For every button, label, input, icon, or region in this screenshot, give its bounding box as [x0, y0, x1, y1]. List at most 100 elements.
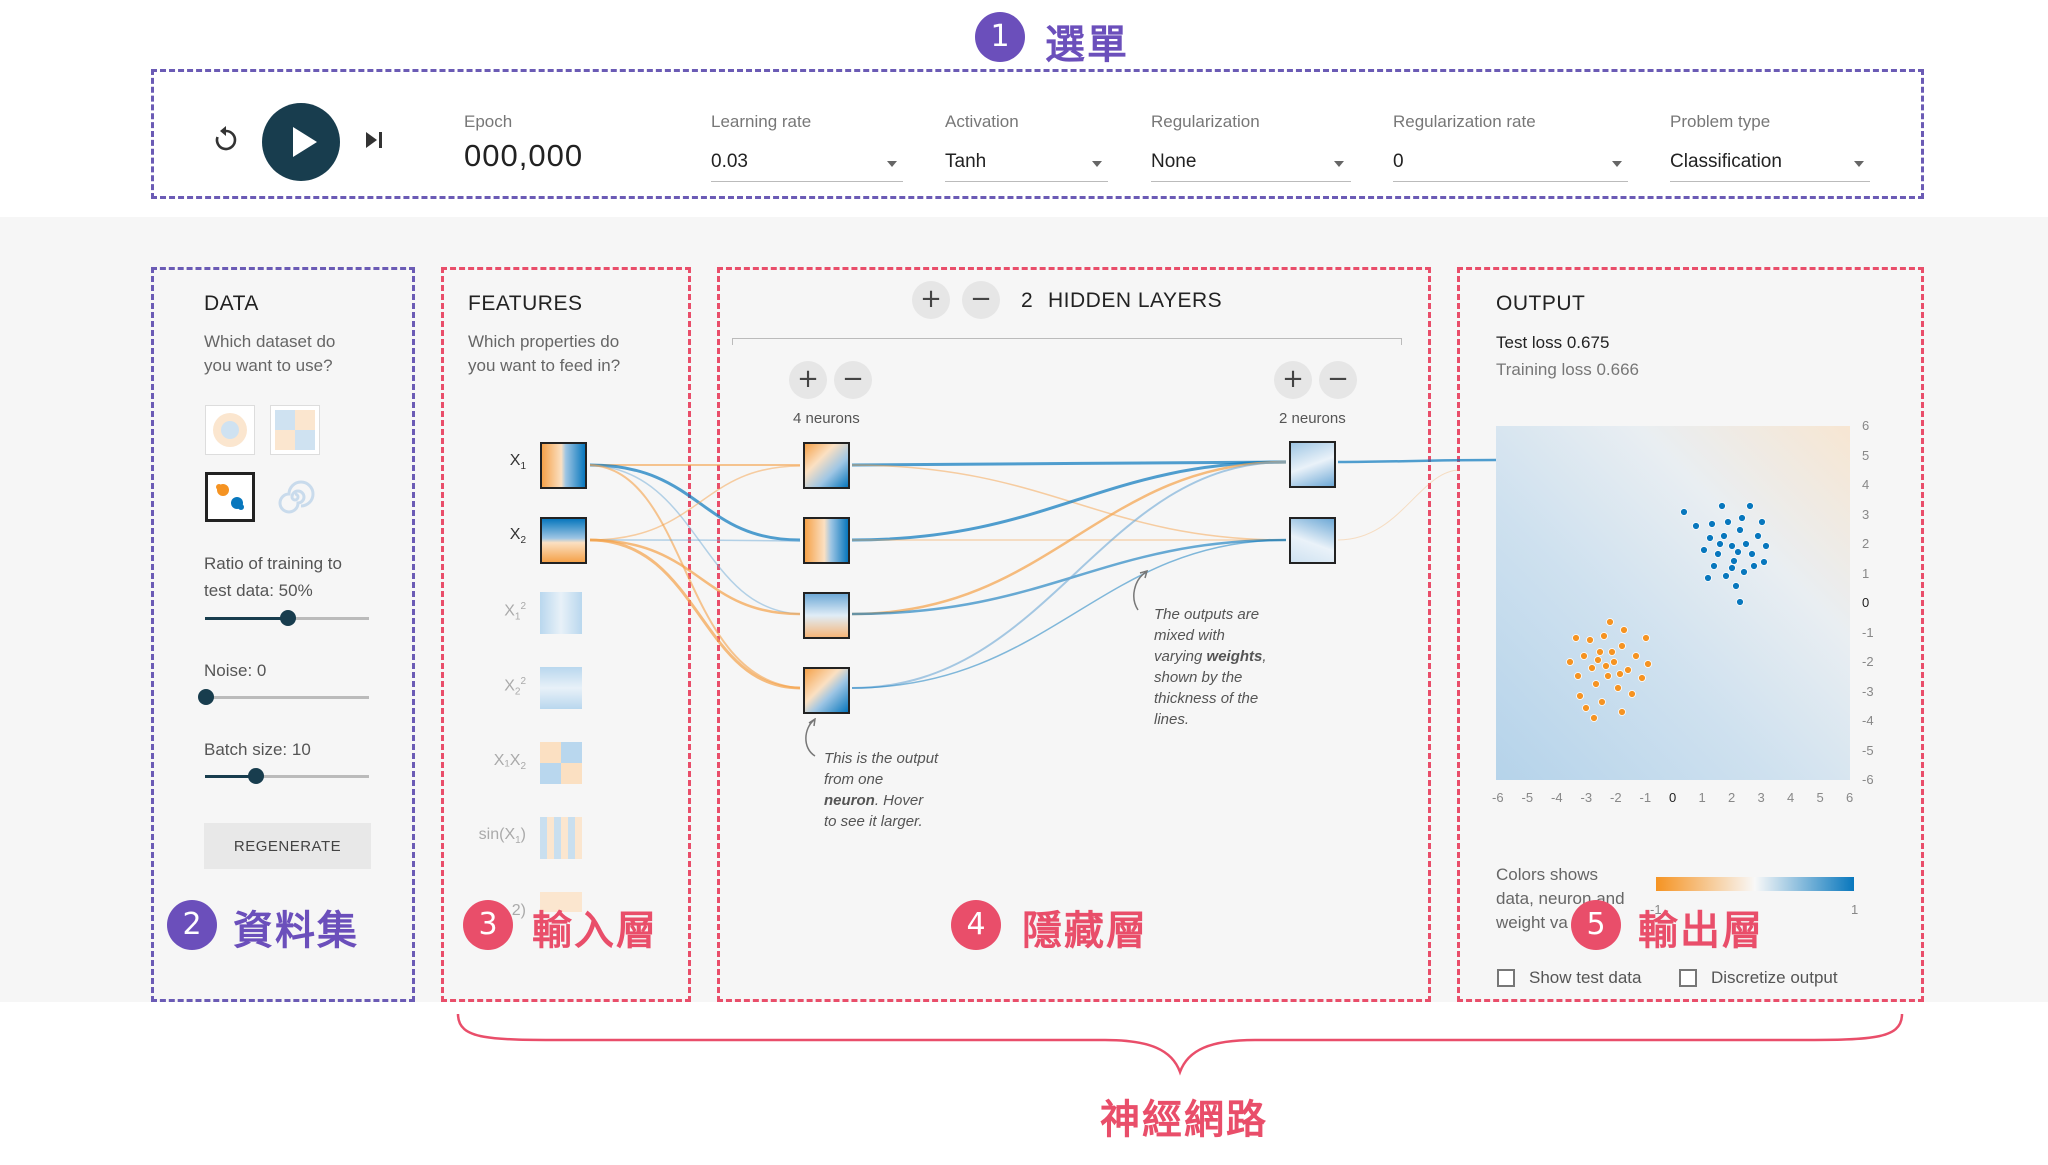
remove-layer-button[interactable]: − [962, 281, 1000, 319]
learning-rate-label: Learning rate [711, 112, 812, 131]
chevron-down-icon [1334, 161, 1344, 167]
y-tick-label: 5 [1862, 447, 1870, 463]
activation-label: Activation [945, 112, 1019, 131]
test-loss: Test loss 0.675 [1496, 333, 1610, 352]
play-button[interactable] [262, 103, 340, 181]
layer1-neuron-count: 4 neurons [793, 410, 860, 427]
menu-annotation-box [151, 69, 1924, 199]
layer2-neuron-count: 2 neurons [1279, 410, 1346, 427]
batch-slider-track [205, 775, 369, 778]
batch-size-label: Batch size: 10 [204, 740, 311, 759]
y-tick-label: 6 [1862, 418, 1870, 433]
discretize-output-checkbox[interactable] [1679, 969, 1697, 987]
hidden-neuron-1-3[interactable] [803, 592, 850, 639]
neuron-output-note: This is the output from one neuron. Hove… [824, 750, 939, 830]
data-desc-line2: you want to use? [204, 356, 333, 375]
regularization-rate-select[interactable]: 0 [1393, 151, 1404, 172]
x-tick-label: 4 [1787, 790, 1795, 805]
ratio-label-line2: test data: 50% [204, 581, 313, 600]
epoch-value: 000,000 [464, 138, 584, 173]
noise-slider-track [205, 696, 369, 699]
y-tick-label: -4 [1862, 713, 1874, 728]
feature-x1-node[interactable] [540, 442, 587, 489]
feature-x1x2-node[interactable] [540, 742, 582, 784]
y-tick-label: 4 [1862, 477, 1870, 492]
layer1-add-neuron-button[interactable]: + [789, 361, 827, 399]
reset-icon[interactable] [210, 124, 242, 156]
hidden-neuron-2-1[interactable] [1289, 441, 1336, 488]
y-tick-label: -3 [1862, 683, 1874, 699]
hidden-neuron-1-1[interactable] [803, 442, 850, 489]
chevron-down-icon [1612, 161, 1622, 167]
weights-note: The outputs are mixed with varying weigh… [1154, 606, 1267, 728]
y-tick-label: -1 [1862, 624, 1874, 640]
x-tick-label: 3 [1757, 790, 1765, 805]
dataset-xor[interactable] [270, 405, 320, 455]
learning-rate-underline [711, 181, 903, 182]
activation-underline [945, 181, 1108, 182]
annotation-badge-3: 3 [463, 900, 513, 950]
problem-type-select[interactable]: Classification [1670, 151, 1782, 172]
y-tick-label: 3 [1862, 506, 1870, 522]
y-tick-label: -2 [1862, 654, 1874, 669]
annotation-badge-1: 1 [975, 12, 1025, 62]
note1-arrow-icon [800, 717, 830, 758]
hidden-neuron-1-4[interactable] [803, 667, 850, 714]
annotation-data-label: 資料集 [233, 908, 359, 954]
features-desc-line1: Which properties do [468, 332, 620, 351]
x-tick-label: 5 [1816, 790, 1824, 805]
show-test-data-checkbox[interactable] [1497, 969, 1515, 987]
activation-select[interactable]: Tanh [945, 151, 987, 172]
data-desc-line1: Which dataset do [204, 332, 336, 351]
color-legend-bar [1656, 877, 1854, 891]
y-tick-label: 0 [1862, 595, 1870, 610]
regularization-label: Regularization [1151, 112, 1260, 131]
noise-label: Noise: 0 [204, 661, 267, 680]
color-legend-line1: Colors shows [1496, 865, 1599, 884]
dataset-circle[interactable] [205, 405, 255, 455]
regularization-select[interactable]: None [1151, 151, 1197, 172]
annotation-badge-4: 4 [951, 900, 1001, 950]
x-tick-label: 2 [1728, 790, 1736, 805]
show-test-data-label: Show test data [1529, 968, 1642, 987]
hidden-layers-bracket [732, 338, 1402, 345]
feature-x2-node[interactable] [540, 517, 587, 564]
layer1-remove-neuron-button[interactable]: − [834, 361, 872, 399]
features-desc-line2: you want to feed in? [468, 356, 621, 375]
layer2-remove-neuron-button[interactable]: − [1319, 361, 1357, 399]
output-heatmap[interactable] [1496, 426, 1850, 780]
hidden-neuron-1-2[interactable] [803, 517, 850, 564]
regenerate-button[interactable]: REGENERATE [204, 823, 371, 869]
chevron-down-icon [1854, 161, 1864, 167]
hidden-neuron-2-2[interactable] [1289, 517, 1336, 564]
add-layer-button[interactable]: + [912, 281, 950, 319]
annotation-menu-label: 選單 [1045, 22, 1129, 68]
chevron-down-icon [1092, 161, 1102, 167]
ratio-slider-thumb[interactable] [280, 610, 296, 626]
output-layer-annotation-box [1457, 267, 1924, 1002]
regularization-underline [1151, 181, 1351, 182]
step-icon[interactable] [362, 128, 386, 152]
feature-sinx1-label: sin(X1) [478, 826, 526, 847]
noise-slider-thumb[interactable] [198, 689, 214, 705]
feature-sinx2-node[interactable] [540, 892, 582, 912]
annotation-hidden-label: 隱藏層 [1022, 908, 1148, 954]
feature-x1-squared-node[interactable] [540, 592, 582, 634]
ratio-label-line1: Ratio of training to [204, 554, 342, 573]
layer2-add-neuron-button[interactable]: + [1274, 361, 1312, 399]
y-tick-label: -5 [1862, 742, 1874, 758]
feature-x1-squared-label: X12 [504, 601, 526, 623]
network-brace [456, 1013, 1904, 1076]
dataset-spiral[interactable] [270, 472, 320, 522]
learning-rate-select[interactable]: 0.03 [711, 151, 748, 172]
feature-sinx1-node[interactable] [540, 817, 582, 859]
dataset-gaussian[interactable] [205, 472, 255, 522]
feature-x2-squared-node[interactable] [540, 667, 582, 709]
x-tick-label: 6 [1846, 790, 1854, 805]
batch-slider-thumb[interactable] [248, 768, 264, 784]
annotation-input-label: 輸入層 [532, 908, 658, 954]
hidden-layers-title: HIDDEN LAYERS [1048, 289, 1223, 312]
problem-type-underline [1670, 181, 1870, 182]
play-icon [293, 127, 317, 157]
annotation-output-label: 輸出層 [1638, 908, 1764, 954]
